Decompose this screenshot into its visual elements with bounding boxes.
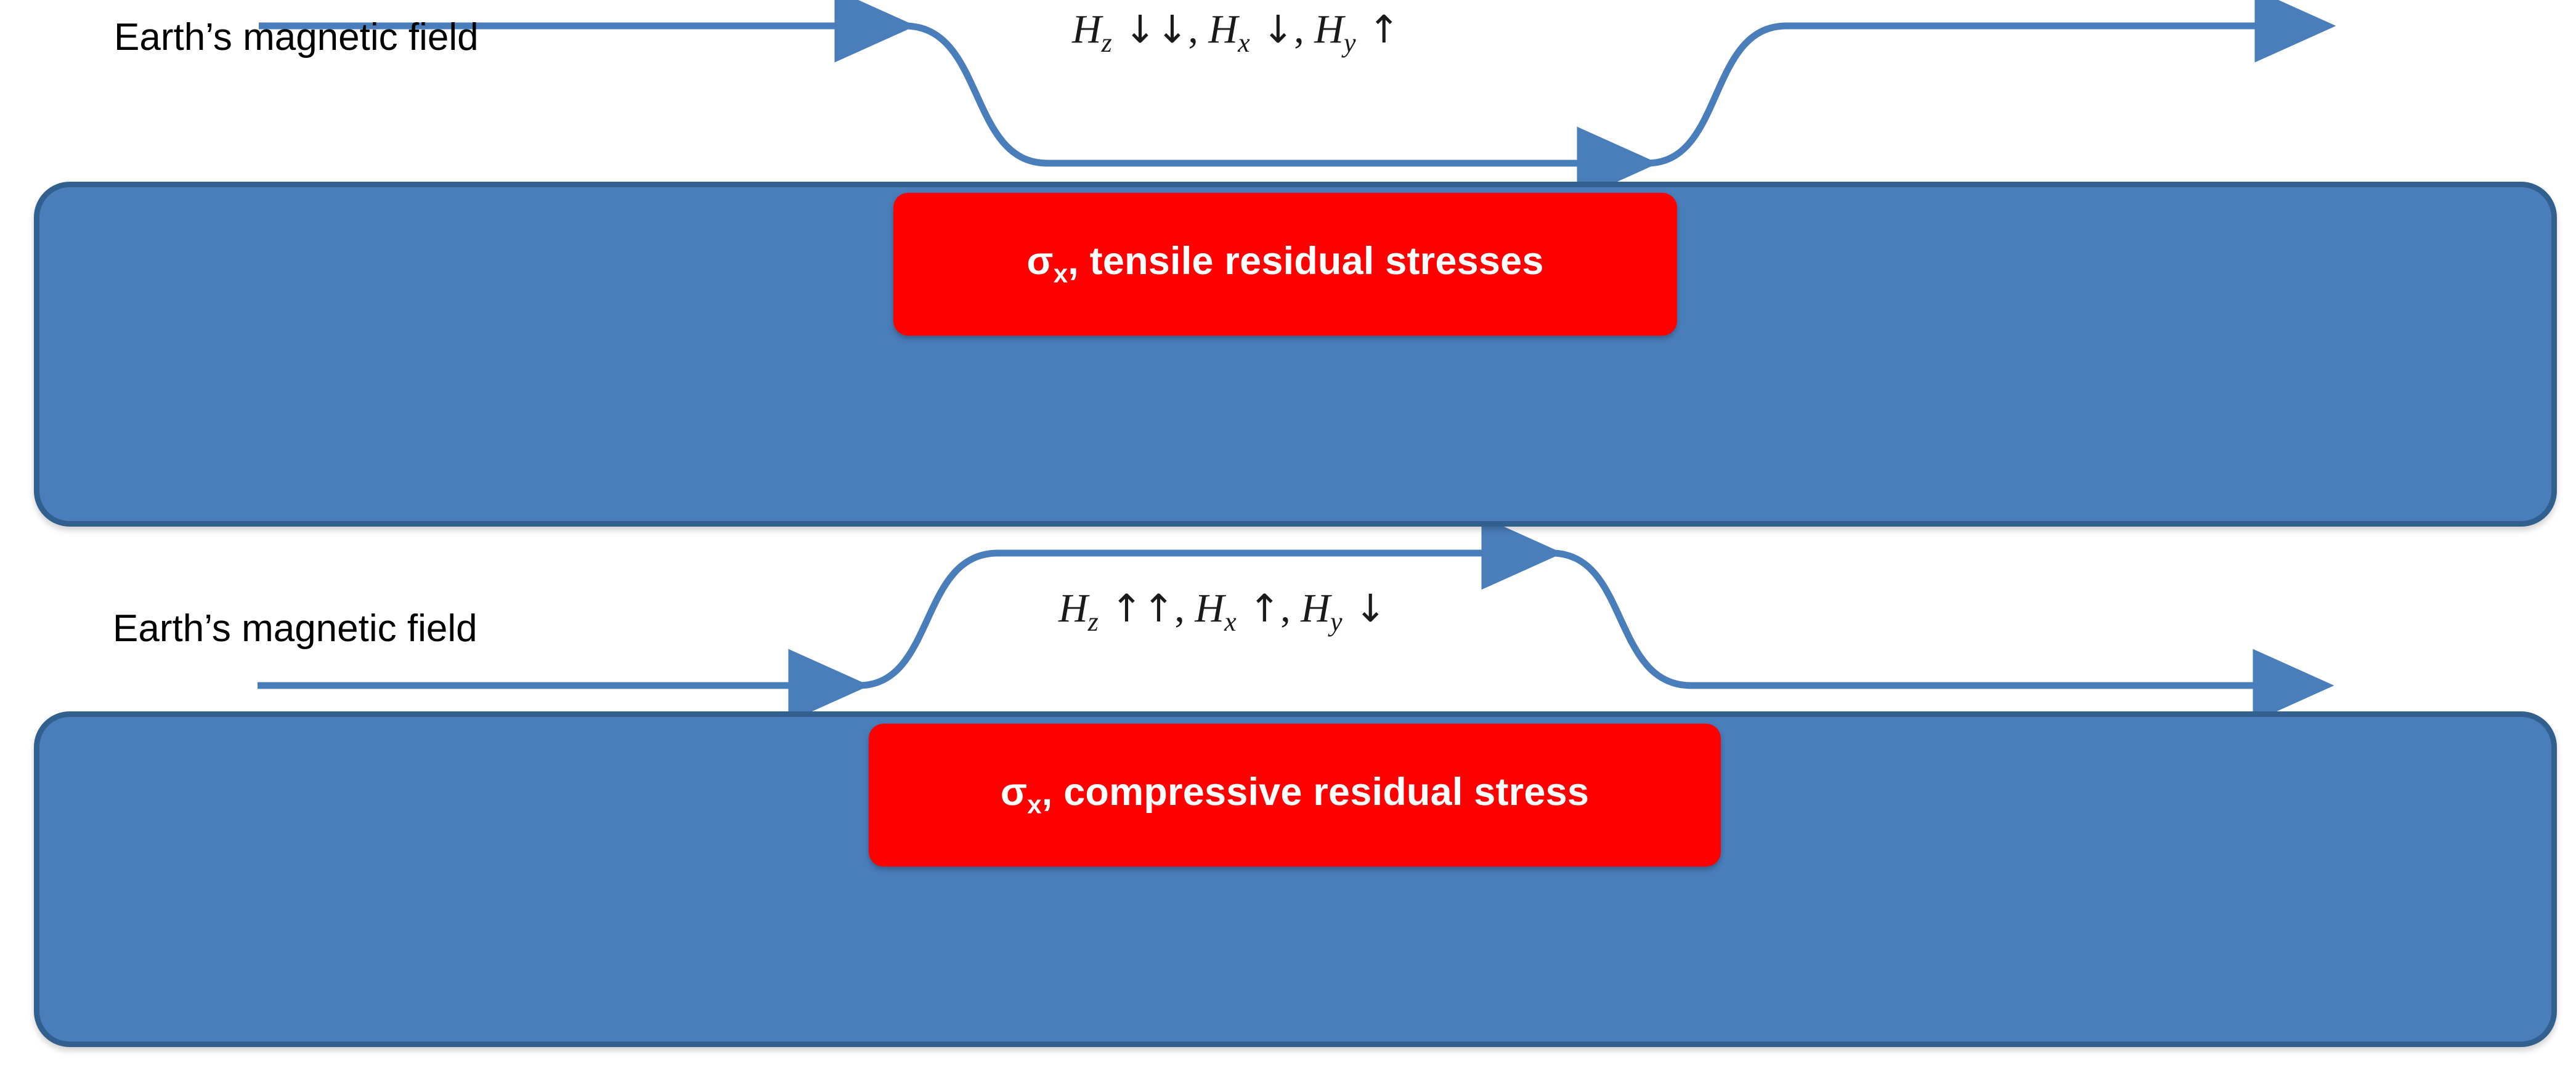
formula-term-hx-2: Hx (1195, 586, 1237, 637)
sigma-symbol-compressive: σ (1000, 770, 1028, 814)
formula-compressive: Hz ↑↑, Hx ↑, Hy ↓ (1058, 586, 1387, 637)
arrow-hz-2: ↑↑ (1098, 586, 1175, 631)
stress-text-compressive: , compressive residual stress (1041, 770, 1590, 814)
stress-zone-compressive: σx, compressive residual stress (869, 724, 1721, 867)
formula-term-hy: Hy (1314, 7, 1356, 58)
sigma-subscript-compressive: x (1027, 790, 1042, 819)
formula-term-hx: Hx (1208, 7, 1250, 58)
stress-label-tensile: σx, tensile residual stresses (1026, 239, 1544, 288)
sigma-subscript-tensile: x (1053, 259, 1068, 288)
formula-term-hy-2: Hy (1301, 586, 1343, 637)
arrow-hy-2: ↓ (1342, 586, 1387, 631)
arrow-hy: ↑ (1355, 7, 1400, 52)
arrow-hx-2: ↑ (1236, 586, 1281, 631)
arrow-hx: ↓ (1249, 7, 1294, 52)
formula-tensile: Hz ↓↓, Hx ↓, Hy ↑ (1072, 7, 1400, 58)
stress-label-compressive: σx, compressive residual stress (1000, 770, 1590, 819)
field-label-tensile: Earth’s magnetic field (114, 16, 479, 59)
formula-term-hz-2: Hz (1058, 586, 1099, 637)
arrow-hz: ↓↓ (1111, 7, 1188, 52)
stress-zone-tensile: σx, tensile residual stresses (893, 193, 1677, 336)
sigma-symbol-tensile: σ (1026, 239, 1054, 283)
stress-text-tensile: , tensile residual stresses (1068, 239, 1544, 283)
formula-term-hz: Hz (1072, 7, 1112, 58)
field-label-compressive: Earth’s magnetic field (113, 607, 477, 650)
